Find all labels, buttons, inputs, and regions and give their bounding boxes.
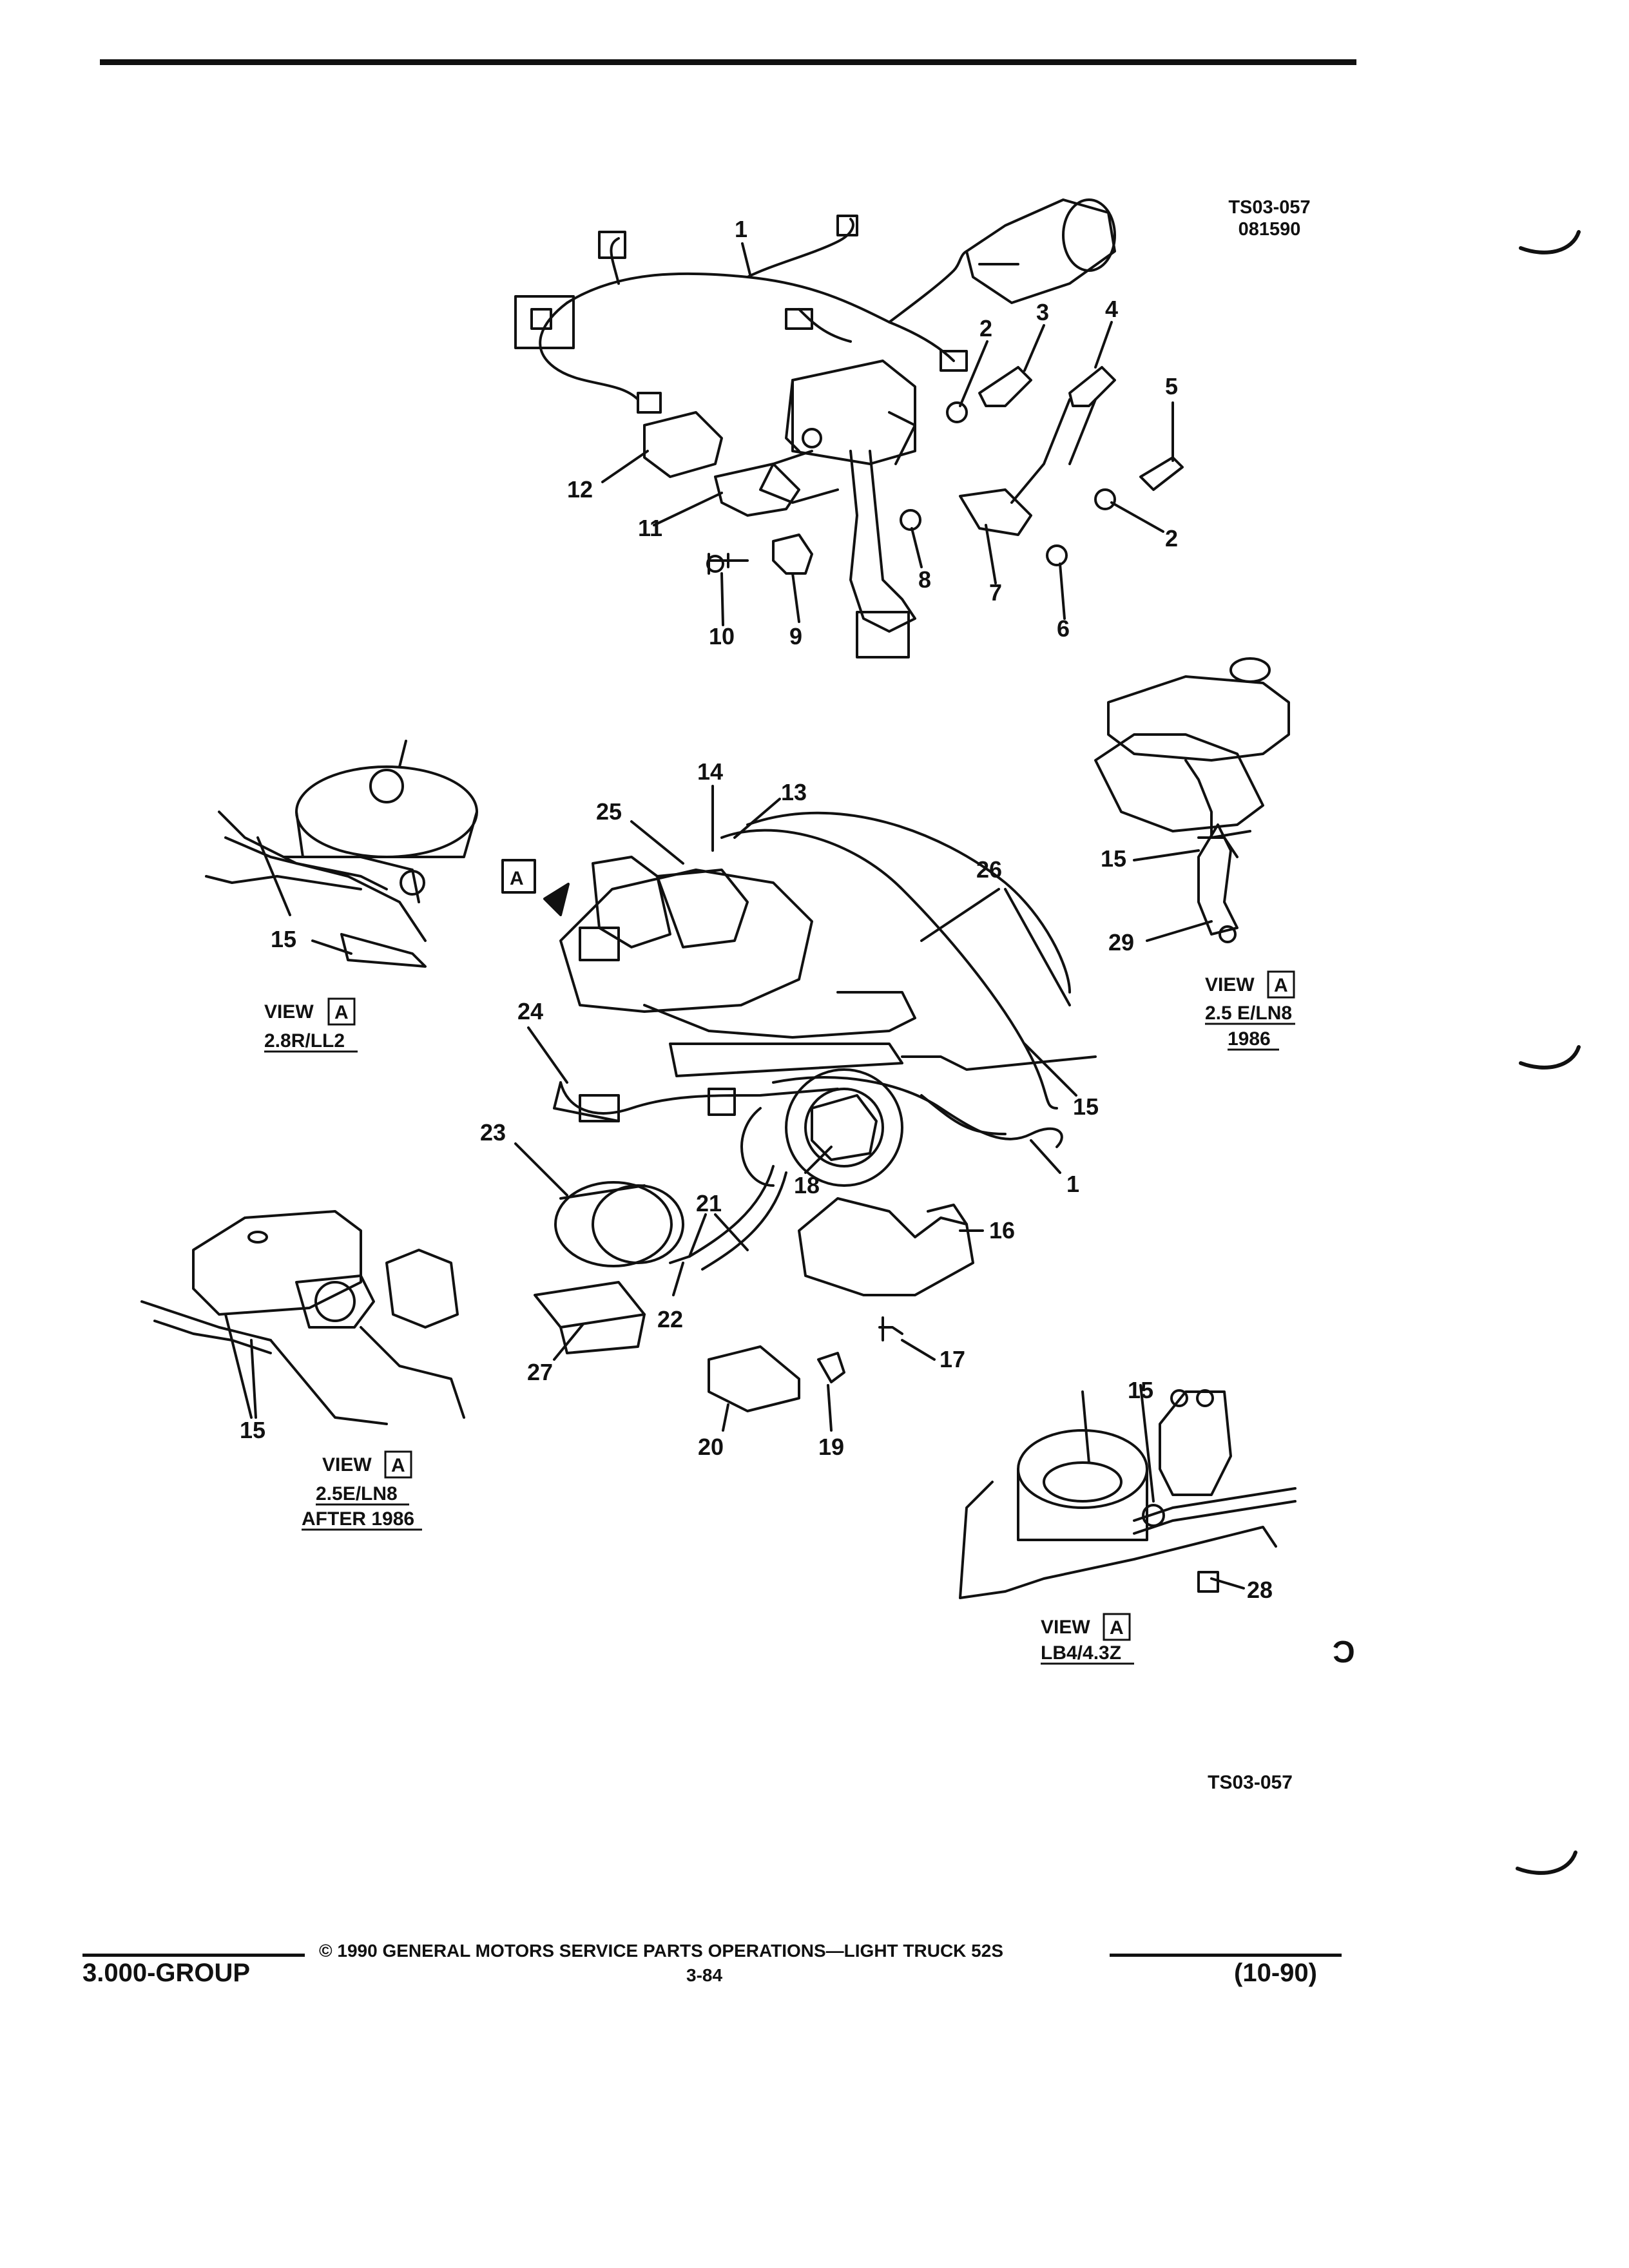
callout-13: 13 bbox=[781, 779, 807, 805]
view-1-engine: 2.8R/LL2 bbox=[264, 1030, 345, 1052]
callout-1-top: 1 bbox=[735, 216, 747, 242]
view-caption-2: VIEW A 2.5 E/LN8 1986 bbox=[1205, 970, 1295, 1051]
pedal-bracket bbox=[759, 360, 916, 658]
figure-code-top: TS03-057 081590 bbox=[1205, 197, 1334, 240]
nut-6 bbox=[1046, 544, 1068, 566]
view-2-key: A bbox=[1274, 975, 1288, 996]
view-4-key: A bbox=[1110, 1617, 1124, 1639]
callout-7: 7 bbox=[989, 579, 1002, 606]
callout-22: 22 bbox=[657, 1306, 683, 1332]
footer-copyright: © 1990 GENERAL MOTORS SERVICE PARTS OPER… bbox=[319, 1941, 1004, 1961]
callout-12: 12 bbox=[567, 476, 593, 503]
callout-27: 27 bbox=[527, 1359, 553, 1385]
view-2-engine: 2.5 E/LN8 bbox=[1205, 1003, 1292, 1024]
callout-19: 19 bbox=[818, 1434, 844, 1460]
view-1-word: VIEW bbox=[264, 1001, 314, 1023]
callout-1-lower: 1 bbox=[1066, 1171, 1079, 1197]
view-2-year: 1986 bbox=[1228, 1028, 1271, 1050]
view-2-5e-ln8-1986-art bbox=[1094, 657, 1290, 943]
callout-23: 23 bbox=[480, 1119, 506, 1146]
view-arrow-key: A bbox=[510, 868, 524, 889]
footer-rule-right bbox=[1110, 1954, 1342, 1957]
bracket-7 bbox=[959, 488, 1032, 536]
view-caption-1: VIEW A 2.8R/LL2 bbox=[264, 997, 358, 1053]
view-3-engine: 2.5E/LN8 bbox=[316, 1483, 398, 1504]
view-2-5e-ln8-after-1986-art bbox=[140, 1210, 465, 1425]
figure-code-bottom: TS03-057 bbox=[1208, 1772, 1293, 1793]
view-3-key: A bbox=[391, 1455, 405, 1476]
callout-29: 29 bbox=[1108, 929, 1134, 956]
figure-date-code: 081590 bbox=[1238, 219, 1301, 240]
nut-2a bbox=[946, 401, 968, 423]
control-module-12 bbox=[643, 411, 723, 478]
figure-ref-code: TS03-057 bbox=[1228, 197, 1311, 218]
view-2-8r-ll2-art bbox=[205, 740, 478, 968]
callout-16: 16 bbox=[989, 1217, 1015, 1244]
callout-labels: 1 2 3 4 5 2 12 11 8 7 6 10 9 14 13 25 26… bbox=[240, 216, 1273, 1603]
callout-15-view2: 15 bbox=[1101, 845, 1126, 872]
callout-21: 21 bbox=[696, 1190, 722, 1216]
sensor-4 bbox=[1068, 366, 1116, 407]
nut-8 bbox=[900, 509, 921, 531]
wiring-harness-top bbox=[514, 198, 1116, 414]
switch-9 bbox=[772, 533, 813, 575]
callout-18: 18 bbox=[794, 1172, 820, 1198]
valve-5 bbox=[1139, 456, 1184, 491]
callout-4: 4 bbox=[1105, 296, 1118, 322]
callout-20: 20 bbox=[698, 1434, 724, 1460]
view-2-word: VIEW bbox=[1205, 974, 1255, 995]
callout-6: 6 bbox=[1057, 615, 1070, 642]
view-3-year: AFTER 1986 bbox=[302, 1508, 414, 1530]
bracket-11 bbox=[714, 463, 800, 517]
footer-revision: (10-90) bbox=[1234, 1959, 1317, 1987]
callout-14: 14 bbox=[697, 758, 723, 785]
view-caption-3: VIEW A 2.5E/LN8 AFTER 1986 bbox=[302, 1450, 422, 1531]
margin-mark: Ɔ bbox=[1333, 1635, 1355, 1669]
callout-10: 10 bbox=[709, 623, 735, 649]
footer-rule-left bbox=[82, 1954, 305, 1957]
callout-5: 5 bbox=[1165, 373, 1178, 399]
callout-15-view4: 15 bbox=[1128, 1377, 1153, 1403]
callout-15-view3: 15 bbox=[240, 1417, 265, 1443]
callout-15-view1: 15 bbox=[271, 926, 296, 952]
view-4-engine: LB4/4.3Z bbox=[1041, 1642, 1121, 1664]
callout-15-center: 15 bbox=[1073, 1093, 1099, 1120]
view-lb4-4-3z-art bbox=[959, 1389, 1296, 1599]
nut-2b bbox=[1094, 488, 1116, 510]
callout-24: 24 bbox=[517, 998, 543, 1024]
leader-lines bbox=[250, 242, 1245, 1590]
callout-2-right: 2 bbox=[1165, 525, 1178, 552]
footer-page: 3-84 bbox=[686, 1965, 723, 1985]
footer-group: 3.000-GROUP bbox=[82, 1959, 251, 1987]
callout-8: 8 bbox=[918, 566, 931, 593]
top-rule bbox=[100, 59, 1356, 65]
callout-25: 25 bbox=[596, 798, 622, 825]
callout-9: 9 bbox=[789, 623, 802, 649]
view-3-word: VIEW bbox=[322, 1454, 372, 1475]
callout-28: 28 bbox=[1247, 1577, 1273, 1603]
sensor-3 bbox=[978, 366, 1032, 407]
view-1-key: A bbox=[334, 1002, 349, 1023]
callout-11: 11 bbox=[638, 515, 662, 541]
callout-2-top: 2 bbox=[979, 315, 992, 341]
engine-assembly bbox=[501, 811, 1097, 1412]
view-caption-4: VIEW A LB4/4.3Z bbox=[1041, 1613, 1134, 1665]
view-4-word: VIEW bbox=[1041, 1617, 1090, 1638]
callout-26: 26 bbox=[976, 856, 1002, 883]
binding-ticks bbox=[1516, 230, 1581, 1875]
callout-3: 3 bbox=[1036, 299, 1049, 325]
callout-17: 17 bbox=[940, 1346, 965, 1372]
